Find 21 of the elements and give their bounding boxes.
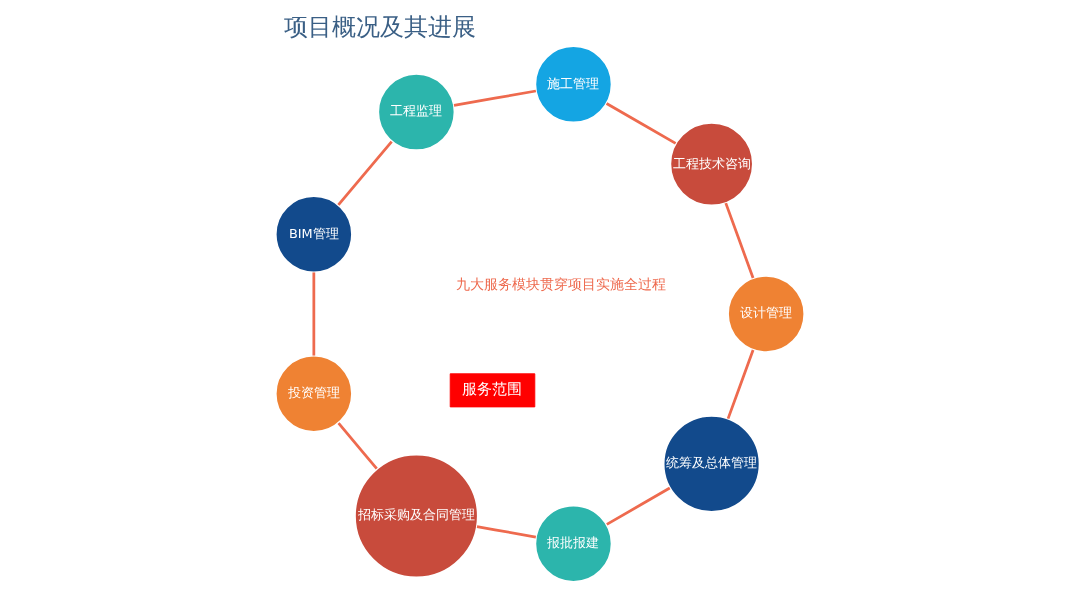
node-circle: 统筹及总体管理: [662, 414, 761, 513]
node-circle: 报批报建: [534, 504, 613, 583]
node-circle: 投资管理: [274, 354, 353, 433]
connector: [724, 202, 755, 279]
connector: [476, 525, 537, 539]
label: 九大服务模块贯穿项目实施全过程: [456, 275, 667, 292]
connector: [337, 140, 393, 206]
node-circle: BIM管理: [274, 195, 353, 274]
node-circle: 设计管理: [727, 274, 806, 354]
connector: [337, 422, 378, 470]
connector: [453, 89, 537, 107]
node-circle: 施工管理: [534, 45, 613, 124]
node-circle: 工程技术咨询: [669, 121, 754, 207]
connector: [606, 486, 671, 526]
node-box: 服务范围: [449, 373, 536, 408]
connector: [605, 102, 677, 145]
node-circle: 招标采购及合同管理: [354, 453, 479, 579]
diagram-title: 项目概况及其进展: [284, 12, 477, 41]
node-circle: 工程监理: [377, 73, 456, 152]
connector: [726, 349, 755, 420]
connector: [312, 272, 316, 356]
